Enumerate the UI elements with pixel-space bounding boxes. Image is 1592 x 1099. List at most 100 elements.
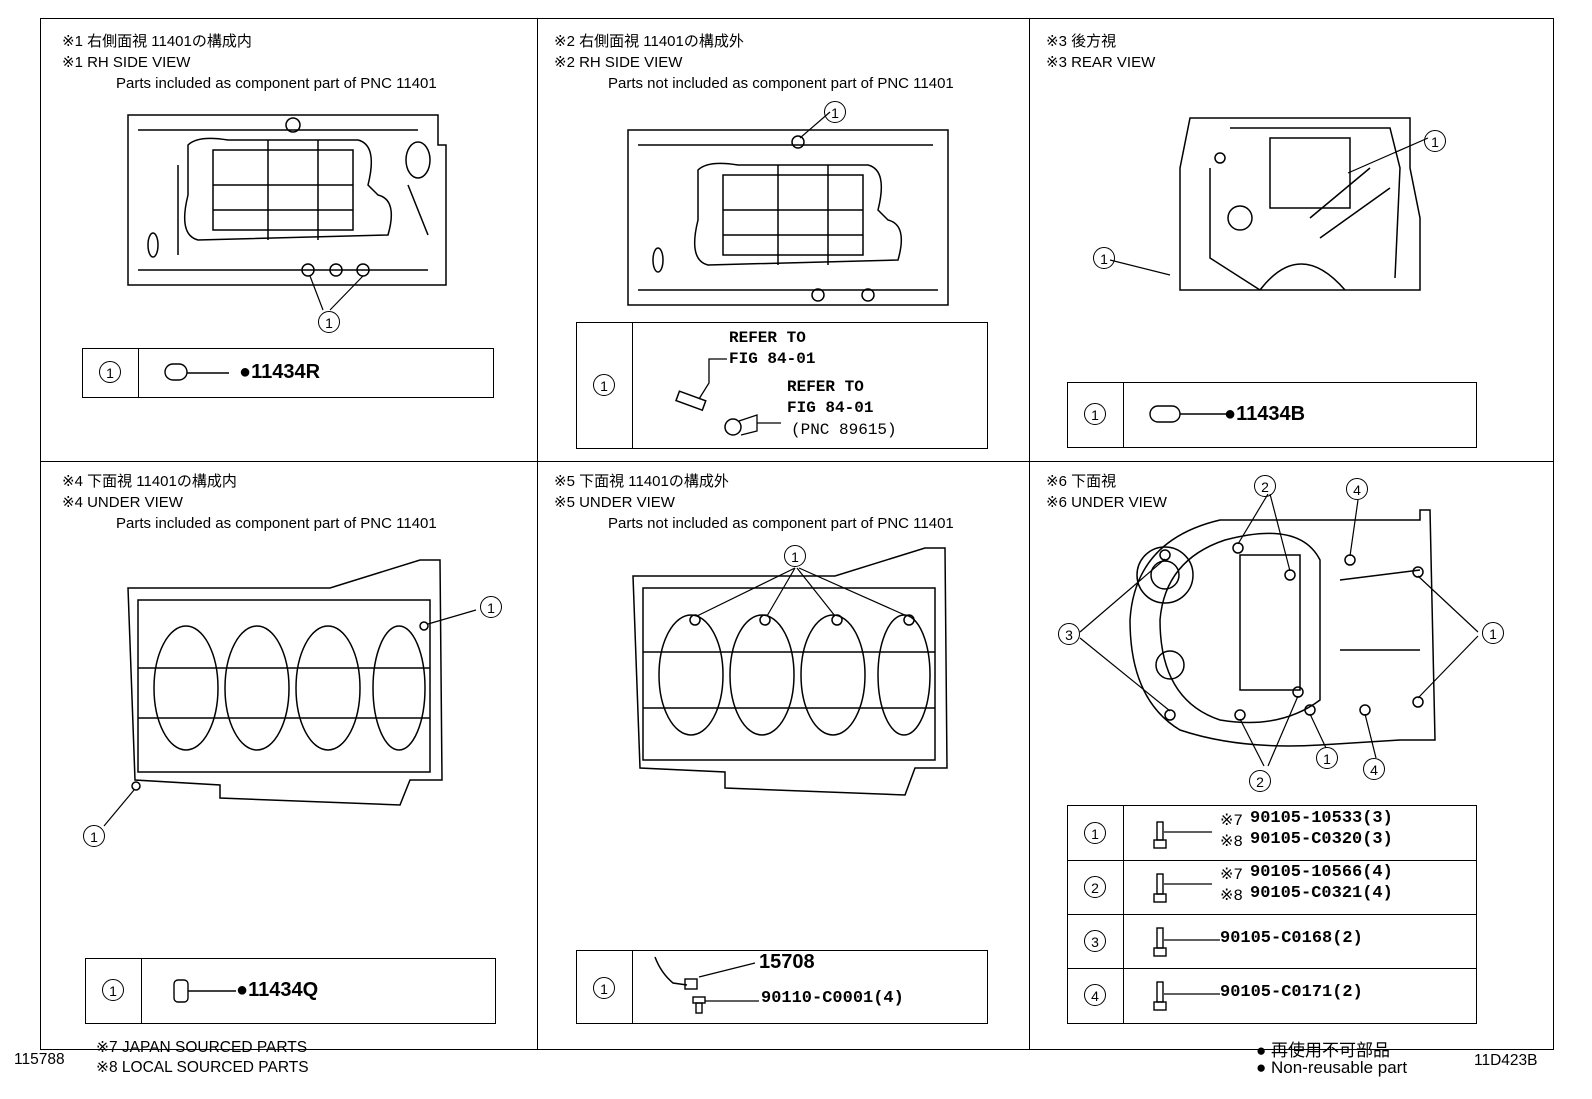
row-number: 1 — [1084, 403, 1106, 425]
illustration-ref: 115788 — [14, 1051, 65, 1068]
knock-pin-icon — [164, 363, 229, 381]
divider — [41, 461, 1553, 462]
row-number: 3 — [1084, 930, 1106, 952]
bolt-icon — [1153, 927, 1220, 957]
row-divider — [1068, 914, 1476, 915]
row-number: 1 — [593, 374, 615, 396]
row-number: 1 — [593, 977, 615, 999]
header-jp: ※2 右側面視 11401の構成外 — [554, 33, 744, 50]
row-number: 4 — [1084, 984, 1106, 1006]
header-desc: Parts not included as component part of … — [608, 75, 954, 92]
panel-header: ※2 右側面視 11401の構成外 ※2 RH SIDE VIEW Parts … — [554, 31, 954, 94]
part-number[interactable]: ●11434Q — [236, 979, 319, 1001]
header-en: ※3 REAR VIEW — [1046, 54, 1156, 71]
source-mark: ※7 — [1220, 812, 1244, 830]
table-num-cell: 1 — [577, 951, 633, 1023]
table-num-cell: 1 — [577, 323, 633, 448]
diagram-code: 11D423B — [1474, 1052, 1538, 1069]
part-number[interactable]: 90105-C0171(2) — [1220, 983, 1363, 1002]
legend-jp: ● 再使用不可部品 — [1256, 1041, 1390, 1060]
parts-table: 1 ●11434B — [1067, 382, 1477, 448]
row-number: 1 — [99, 361, 121, 383]
row-number: 1 — [102, 979, 124, 1001]
table-num-cell: 1 — [1068, 383, 1124, 447]
source-mark: ※8 — [1220, 833, 1244, 851]
under-view-drawing — [1079, 493, 1479, 767]
header-en: ※4 UNDER VIEW — [62, 494, 183, 511]
note-local-sourced: ※8 LOCAL SOURCED PARTS — [96, 1059, 309, 1076]
table-num-cell: 1 — [86, 959, 142, 1023]
ref-text[interactable]: FIG 84-01 — [787, 399, 874, 417]
ref-text[interactable]: FIG 84-01 — [729, 350, 816, 368]
legend-non-reusable: ● Non-reusable part — [1256, 1058, 1408, 1077]
header-jp: ※3 後方視 — [1046, 33, 1117, 50]
callout-1: 1 — [824, 101, 846, 123]
callout-1: 1 — [1316, 747, 1338, 769]
header-en: ※6 UNDER VIEW — [1046, 494, 1167, 511]
source-mark: ※7 — [1220, 866, 1244, 884]
callout-2: 2 — [1254, 475, 1276, 497]
under-view-drawing — [103, 559, 477, 827]
parts-table: 1 ●11434R — [82, 348, 494, 398]
callout-1: 1 — [1093, 247, 1115, 269]
header-desc: Parts included as component part of PNC … — [116, 75, 437, 92]
parts-table: 1 15708 90110-C0001(4) — [576, 950, 988, 1024]
bolt-icon — [1153, 873, 1212, 903]
part-number[interactable]: 90110-C0001(4) — [761, 989, 904, 1008]
callout-4: 4 — [1346, 478, 1368, 500]
sensor-bolt-icon — [675, 358, 781, 436]
header-jp: ※6 下面視 — [1046, 473, 1117, 490]
callout-1: 1 — [83, 825, 105, 847]
rear-view-drawing — [1109, 117, 1429, 291]
part-number[interactable]: ●11434B — [1224, 403, 1306, 425]
under-view-drawing — [632, 547, 948, 796]
part-number[interactable]: 90105-C0321(4) — [1250, 884, 1393, 903]
header-jp: ※5 下面視 11401の構成外 — [554, 473, 729, 490]
callout-2: 2 — [1249, 770, 1271, 792]
table-num-cell: 1 — [83, 349, 139, 397]
part-number[interactable]: 90105-10533(3) — [1250, 809, 1393, 828]
header-desc: Parts included as component part of PNC … — [116, 515, 437, 532]
callout-3: 3 — [1058, 623, 1080, 645]
oil-jet-icon — [654, 956, 759, 1014]
panel-header: ※4 下面視 11401の構成内 ※4 UNDER VIEW Parts inc… — [62, 471, 437, 534]
row-number: 2 — [1084, 876, 1106, 898]
panel-header: ※5 下面視 11401の構成外 ※5 UNDER VIEW Parts not… — [554, 471, 954, 534]
row-number: 1 — [1084, 822, 1106, 844]
row-divider — [1068, 860, 1476, 861]
part-number[interactable]: 15708 — [759, 951, 815, 973]
header-desc: Parts not included as component part of … — [608, 515, 954, 532]
part-number[interactable]: 90105-C0168(2) — [1220, 929, 1363, 948]
knock-pin-icon — [173, 979, 236, 1003]
ref-text: REFER TO — [787, 378, 864, 396]
parts-table: 1 REFER TO FIG 84-01 REFER TO FIG 84-01 … — [576, 322, 988, 449]
row-divider — [1068, 968, 1476, 969]
part-number[interactable]: ●11434R — [239, 361, 321, 383]
callout-1: 1 — [1482, 622, 1504, 644]
parts-table: 1 ※7 90105-10533(3) ※8 90105-C0320(3) 2 … — [1067, 805, 1477, 1024]
panel-header: ※6 下面視 ※6 UNDER VIEW — [1046, 471, 1167, 513]
callout-1: 1 — [784, 545, 806, 567]
bolt-icon — [1153, 981, 1220, 1011]
rh-side-view-drawing — [127, 114, 447, 311]
part-number[interactable]: 90105-10566(4) — [1250, 863, 1393, 882]
callout-1: 1 — [318, 311, 340, 333]
header-jp: ※1 右側面視 11401の構成内 — [62, 33, 252, 50]
pnc-text: (PNC 89615) — [791, 421, 897, 439]
header-jp: ※4 下面視 11401の構成内 — [62, 473, 237, 490]
panel-header: ※1 右側面視 11401の構成内 ※1 RH SIDE VIEW Parts … — [62, 31, 437, 94]
panel-header: ※3 後方視 ※3 REAR VIEW — [1046, 31, 1155, 73]
rh-side-view-drawing — [627, 111, 949, 306]
callout-1: 1 — [1424, 130, 1446, 152]
source-mark: ※8 — [1220, 887, 1244, 905]
diagram-grid — [40, 18, 1554, 1050]
header-en: ※5 UNDER VIEW — [554, 494, 675, 511]
header-en: ※1 RH SIDE VIEW — [62, 54, 191, 71]
ref-text: REFER TO — [729, 329, 806, 347]
divider — [1029, 19, 1030, 1049]
header-en: ※2 RH SIDE VIEW — [554, 54, 683, 71]
divider — [537, 19, 538, 1049]
part-number[interactable]: 90105-C0320(3) — [1250, 830, 1393, 849]
callout-4: 4 — [1363, 758, 1385, 780]
callout-1: 1 — [480, 596, 502, 618]
